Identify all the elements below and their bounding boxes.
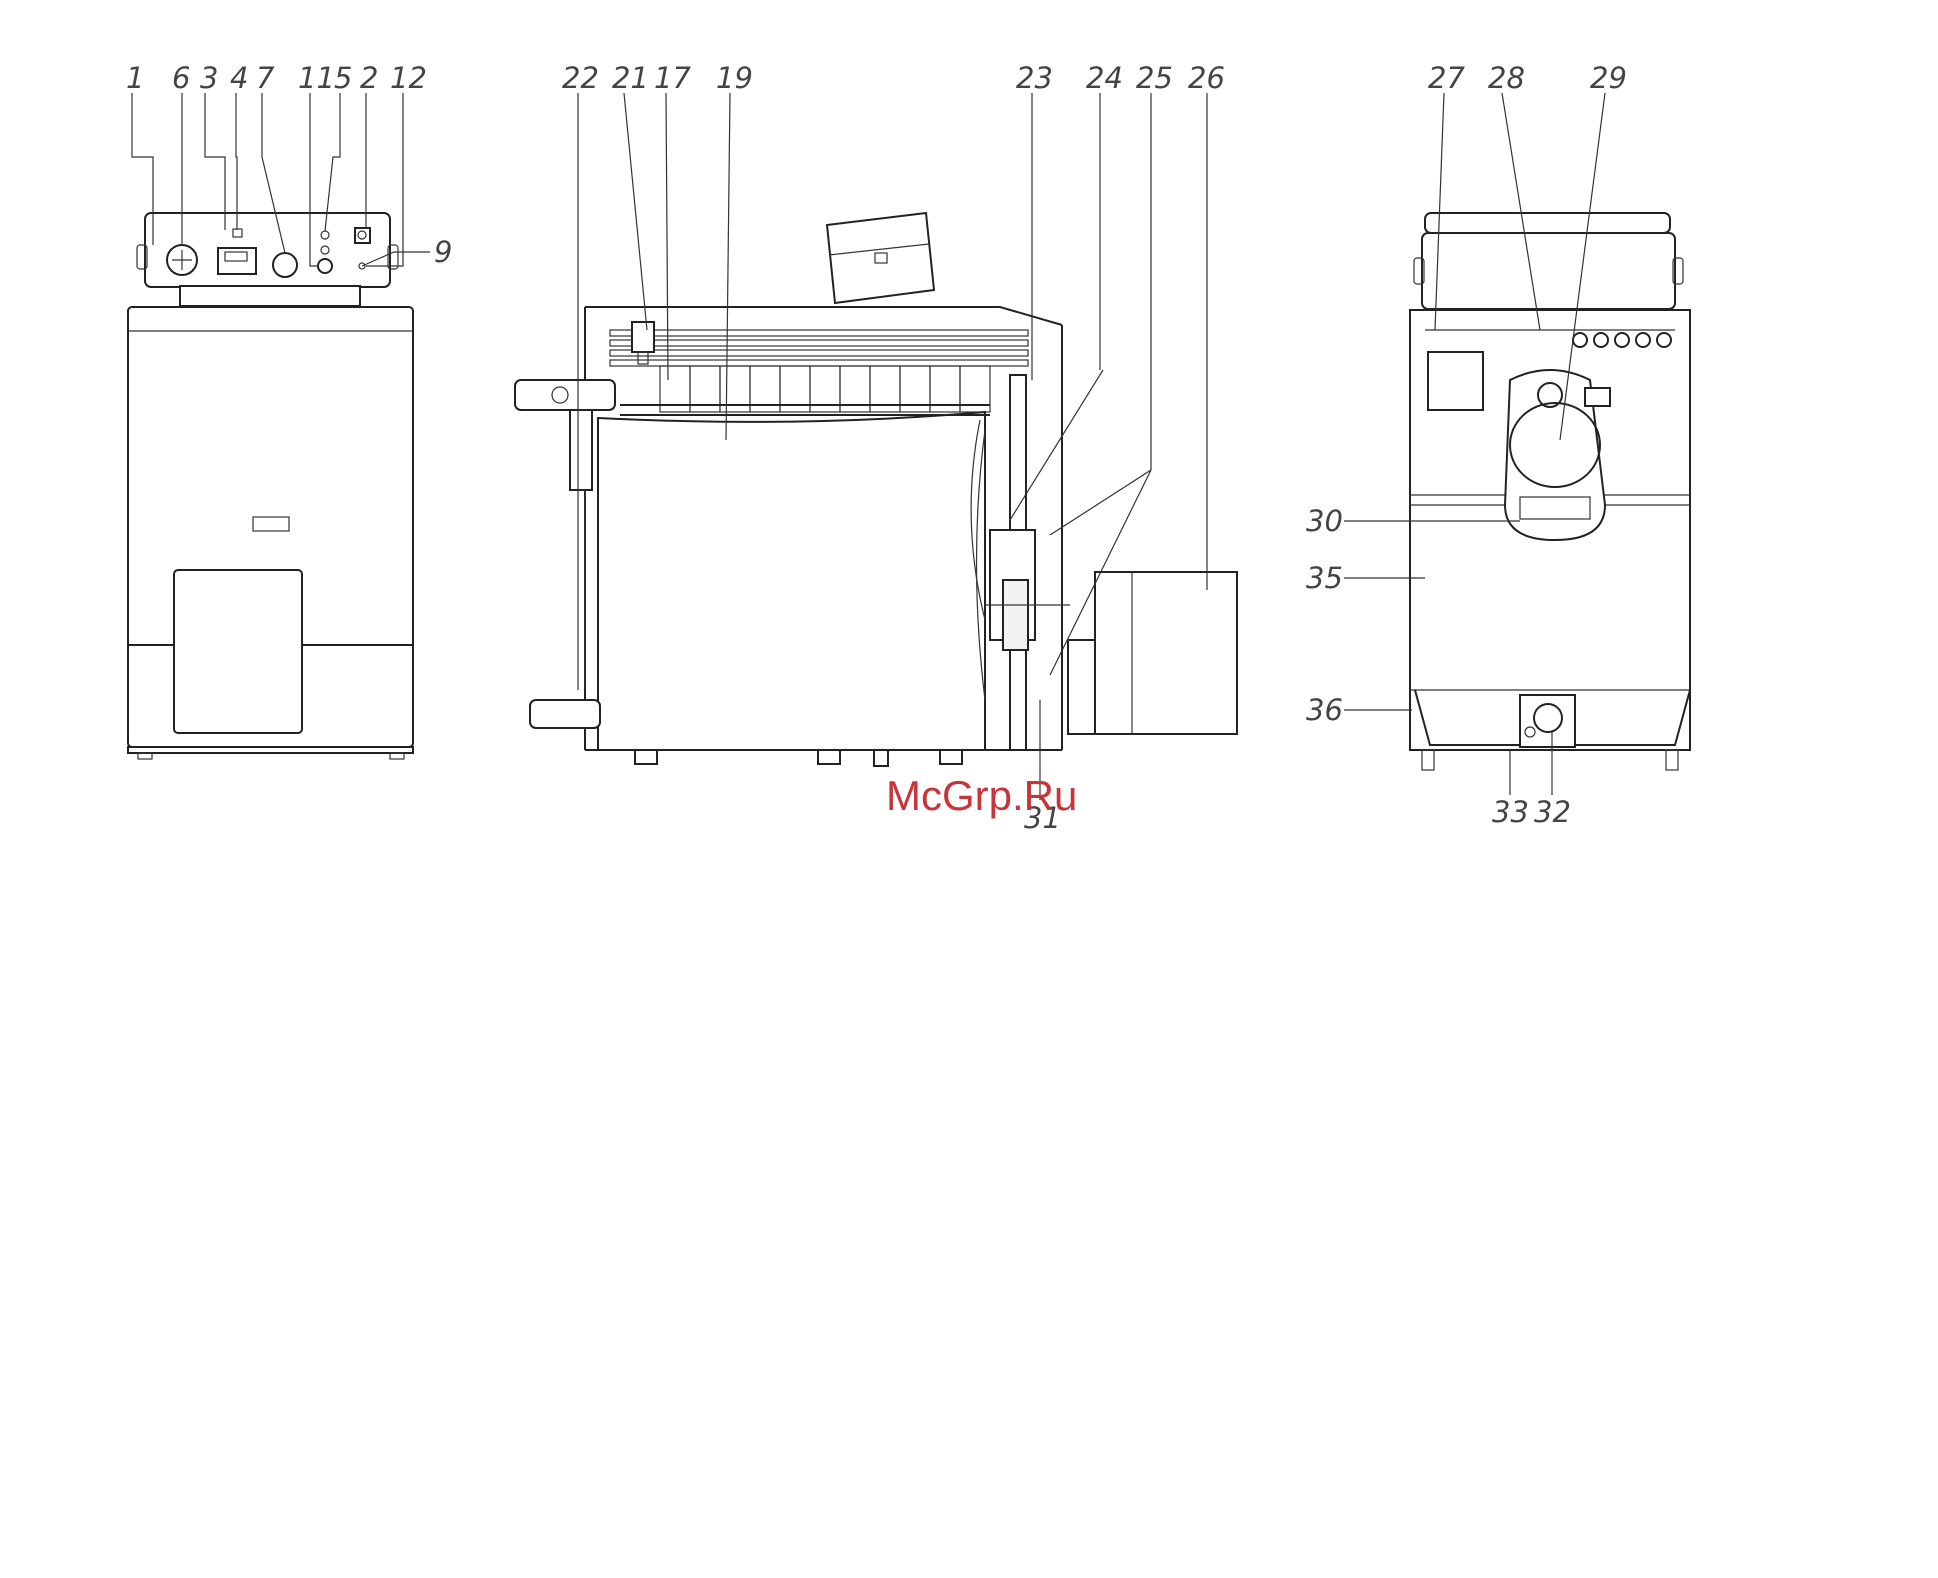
callout-6: 6 — [172, 61, 190, 95]
callout-24: 24 — [1086, 61, 1123, 95]
rear-view — [1344, 93, 1690, 795]
callout-35: 35 — [1306, 561, 1343, 595]
callout-36: 36 — [1306, 693, 1343, 727]
heat-exchanger-body — [598, 412, 985, 750]
insulation-bands — [610, 330, 1028, 366]
burner — [1095, 572, 1237, 734]
callout-23: 23 — [1016, 61, 1053, 95]
callout-2: 2 — [360, 61, 378, 95]
side-view — [515, 93, 1237, 800]
front-view — [128, 93, 430, 759]
callout-12: 12 — [390, 61, 427, 95]
return-pipe — [530, 700, 600, 728]
callout-27: 27 — [1428, 61, 1465, 95]
flow-pipe — [515, 380, 615, 410]
callout-3: 3 — [200, 61, 218, 95]
callout-22: 22 — [562, 61, 599, 95]
drain-unit — [1520, 695, 1575, 747]
callout-30: 30 — [1306, 504, 1343, 538]
callout-5: 5 — [334, 61, 352, 95]
callout-11: 11 — [298, 61, 335, 95]
callout-1: 1 — [126, 61, 144, 95]
callout-25: 25 — [1136, 61, 1173, 95]
callout-9: 9 — [434, 235, 452, 269]
callout-28: 28 — [1488, 61, 1525, 95]
callout-26: 26 — [1188, 61, 1225, 95]
callout-4: 4 — [230, 61, 248, 95]
callout-32: 32 — [1534, 795, 1571, 829]
safety-valve — [632, 322, 654, 352]
callout-29: 29 — [1590, 61, 1627, 95]
callout-17: 17 — [654, 61, 691, 95]
callout-33: 33 — [1492, 795, 1529, 829]
callout-19: 19 — [716, 61, 753, 95]
callout-21: 21 — [612, 61, 649, 95]
callout-7: 7 — [256, 61, 275, 95]
watermark-text: McGrp.Ru — [886, 772, 1077, 819]
burner-door — [174, 570, 302, 733]
